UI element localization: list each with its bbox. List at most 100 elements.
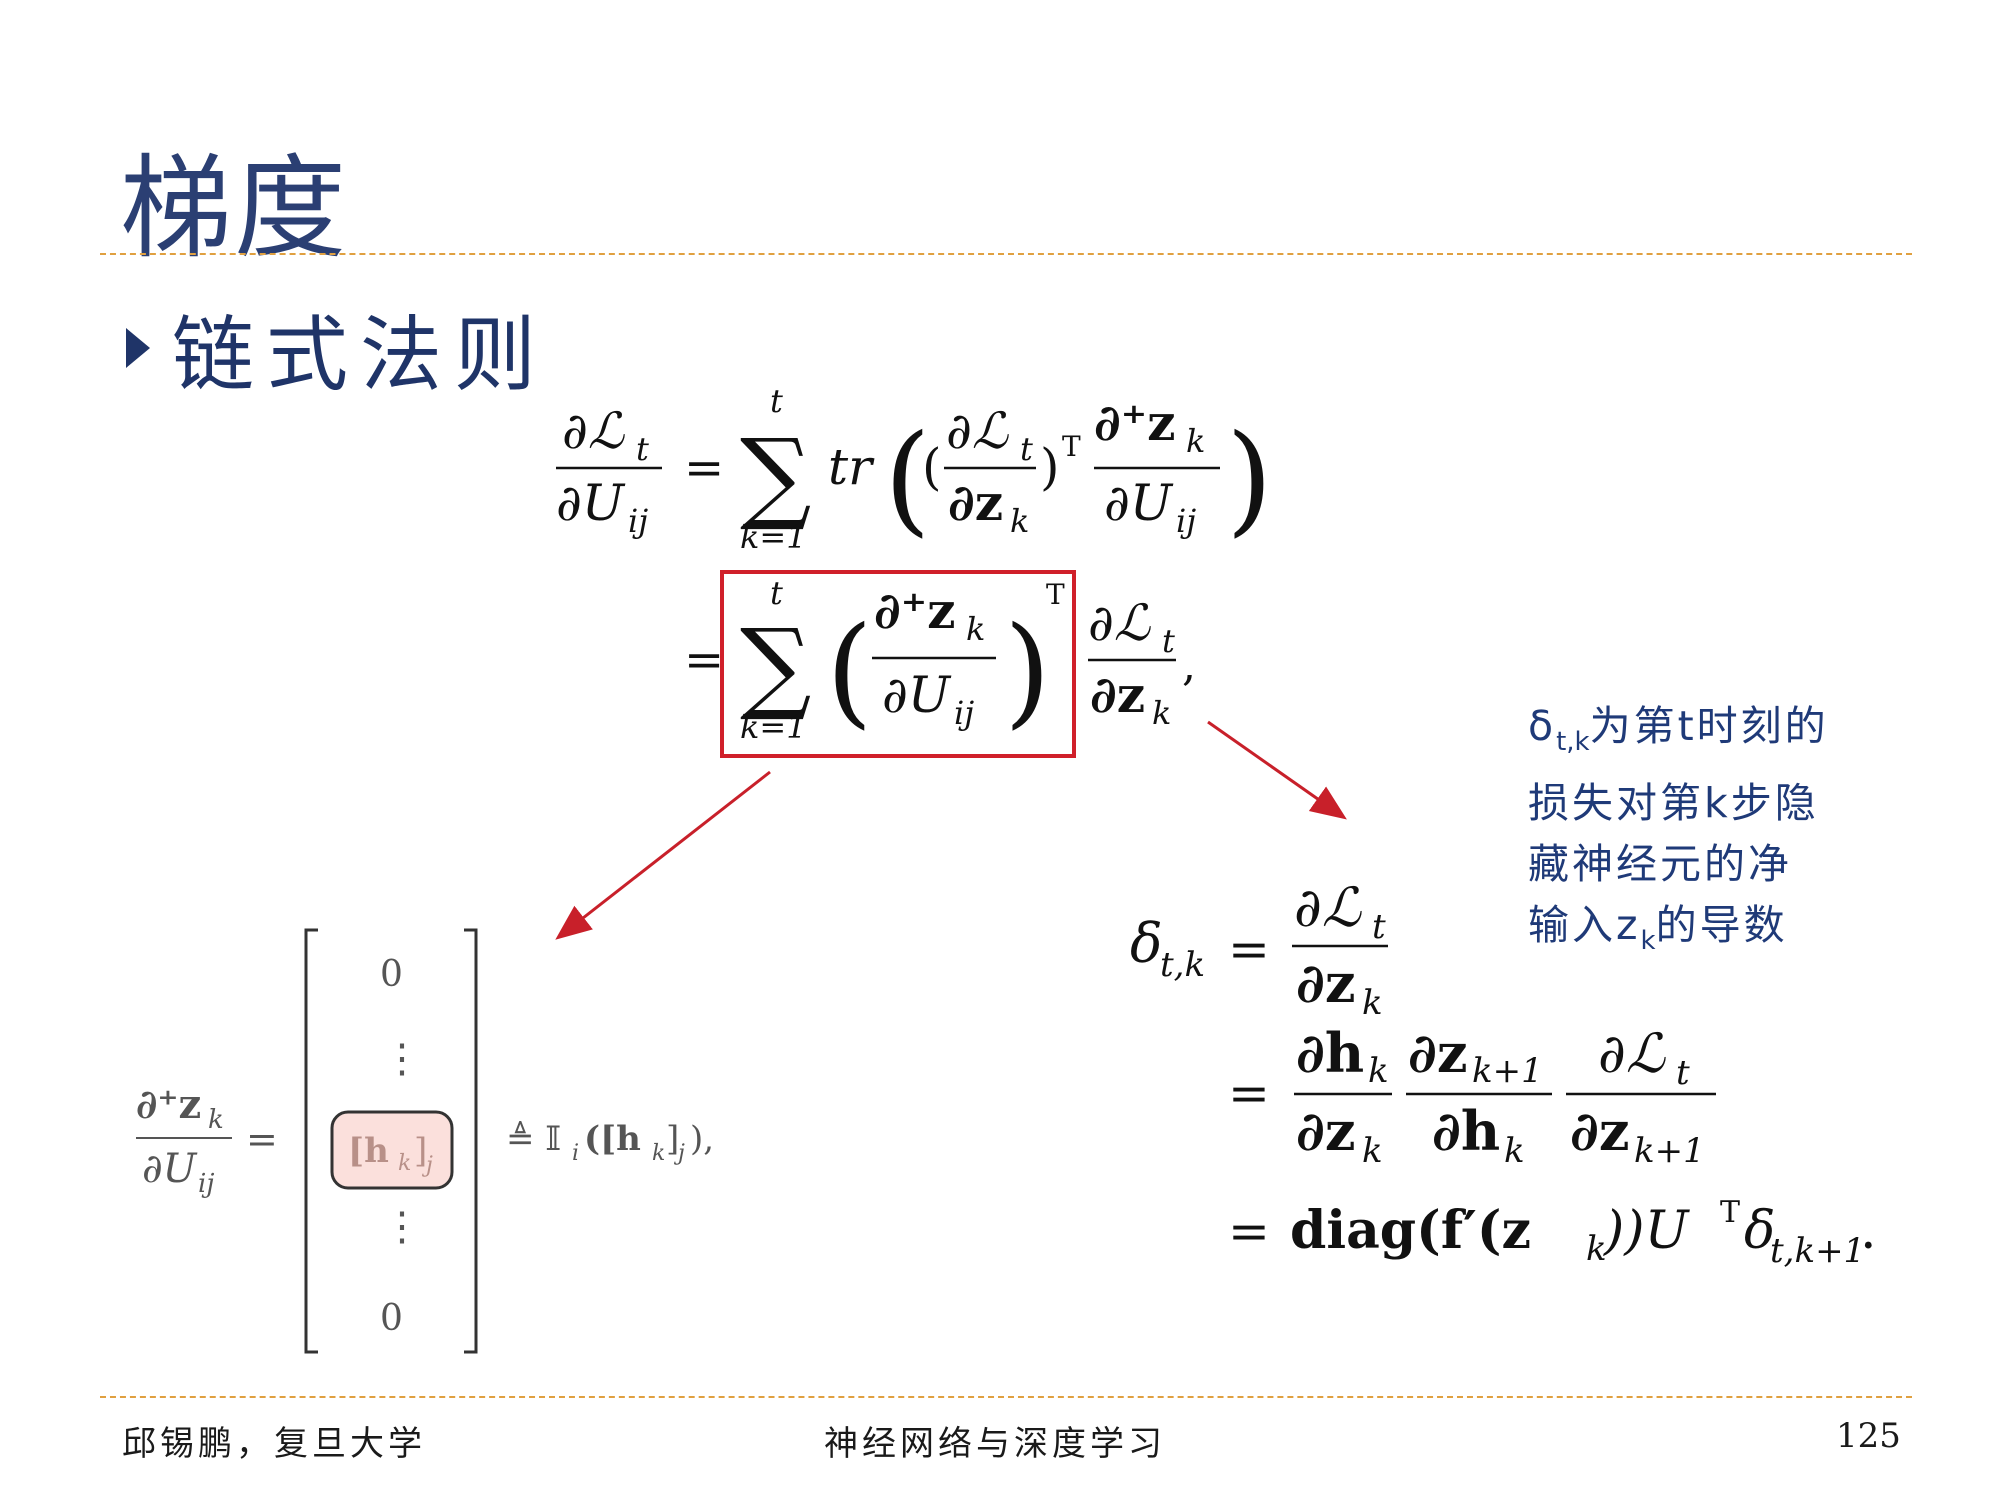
mat-lhs-den: ∂U [142, 1146, 198, 1192]
note-line1-rest: 为第t时刻的 [1589, 702, 1829, 750]
eq2-right-den: ∂z [1090, 665, 1145, 724]
note-delta-sub: t,k [1556, 727, 1590, 757]
note-delta: δ [1528, 702, 1557, 750]
eq2-den-sub: ij [954, 694, 974, 732]
delta-eq2-equals: = [1228, 1064, 1270, 1122]
delta-eq3-diag: diag(f′(z [1290, 1200, 1531, 1261]
delta-eq2-f3-den-sub: k+1 [1634, 1131, 1705, 1171]
eq2-transpose: T [1046, 578, 1065, 611]
delta-eq1-num-sub: t [1372, 907, 1386, 947]
equation-1: ∂ℒ t ∂U ij = t ∑ k=1 tr ( ( ∂ℒ t ∂z k ) … [556, 382, 1273, 556]
matrix-equation: ∂⁺z k ∂U ij = 0 ⋮ [h k ] j ⋮ 0 ≜ 𝕀 i ([h… [136, 928, 714, 1354]
eq2-paren-right: ) [1004, 602, 1051, 741]
bullet-triangle-icon [126, 327, 150, 368]
matrix-bracket-right [464, 928, 478, 1354]
delta-eq3-delta-sub: t,k+1 [1770, 1231, 1865, 1271]
matrix-cell-bracket: ] [414, 1131, 427, 1171]
defeq-symbol: ≜ 𝕀 [506, 1119, 561, 1159]
eq2-num-sub: k [966, 610, 985, 648]
eq1-transpose: T [1062, 430, 1081, 463]
matrix-cell-sub: k [398, 1151, 411, 1176]
arrow-right [1207, 720, 1347, 820]
eq1-paren-right: ) [1226, 410, 1273, 549]
eq1-lhs-numerator: ∂ℒ [562, 402, 625, 460]
eq2-right-num-sub: t [1162, 622, 1175, 660]
delta-eq2-f3-num-sub: t [1676, 1053, 1690, 1093]
delta-explanation-note: δt,k为第t时刻的 损失对第k步隐 藏神经元的净 输入zk的导数 [1528, 696, 1928, 972]
eq1-paren-left: ( [884, 410, 931, 549]
eq1-dplus-den-sub: ij [1176, 502, 1196, 540]
defeq-arg: ([h [584, 1119, 641, 1159]
mat-equals: = [246, 1117, 278, 1161]
eq1-inner-paren-r: ) [1040, 438, 1060, 496]
delta-eq2-f1-num-sub: k [1368, 1051, 1389, 1091]
defeq-arg-sub: k [652, 1141, 665, 1166]
note-line4-sub: k [1640, 926, 1656, 956]
delta-lhs-sub: t,k [1160, 945, 1205, 985]
header-divider [100, 253, 1912, 255]
eq2-sum-lower: k=1 [740, 708, 807, 746]
bullet-item: 链式法则 [126, 288, 548, 407]
delta-eq3-equals: = [1228, 1202, 1270, 1260]
delta-eq1-den-sub: k [1362, 983, 1383, 1023]
eq2-comma: , [1182, 640, 1196, 691]
eq2-equals: = [684, 632, 724, 688]
delta-eq3-period: . [1860, 1201, 1877, 1261]
delta-eq3-transpose: T [1720, 1195, 1740, 1230]
delta-eq2-f1-num: ∂h [1296, 1021, 1364, 1085]
note-line4-post: 的导数 [1655, 901, 1788, 949]
matrix-dots-top: ⋮ [382, 1036, 422, 1082]
note-line-4: 输入zk的导数 [1528, 895, 1928, 972]
note-line-3: 藏神经元的净 [1528, 840, 1792, 888]
bullet-text: 链式法则 [172, 308, 549, 403]
delta-eq1-num: ∂ℒ [1294, 876, 1362, 939]
eq1-trace: tr [828, 438, 875, 496]
eq1-inner-den-sub: k [1010, 502, 1029, 540]
defeq-arg-end: ] [666, 1119, 679, 1159]
matrix-highlight-cell [330, 1110, 454, 1190]
eq1-lhs-den-sub: ij [628, 502, 648, 540]
eq1-lhs-denominator: ∂U [556, 474, 626, 532]
eq1-dplus-den: ∂U [1104, 474, 1174, 532]
footer-divider [100, 1396, 1912, 1398]
footer-course: 神经网络与深度学习 [824, 1424, 1166, 1464]
delta-eq2-f3-num: ∂ℒ [1598, 1022, 1666, 1085]
delta-eq1-den: ∂z [1296, 951, 1356, 1015]
eq2-right-num: ∂ℒ [1088, 594, 1151, 652]
eq1-inner-den: ∂z [948, 473, 1003, 532]
highlight-box [720, 570, 1076, 758]
eq2-right-den-sub: k [1152, 694, 1171, 732]
matrix-dots-bottom: ⋮ [382, 1204, 422, 1250]
matrix-bottom-zero: 0 [380, 1298, 403, 1339]
eq1-sum-lower: k=1 [740, 518, 807, 556]
matrix-top-zero: 0 [380, 954, 403, 995]
page-number: 125 [1836, 1416, 1901, 1456]
eq2-sum-upper: t [770, 574, 783, 612]
note-line-2: 损失对第k步隐 [1528, 779, 1819, 827]
note-line4-pre: 输入z [1528, 901, 1641, 949]
equation-2: = t ∑ k=1 ( ∂⁺z k ∂U ij ) T ∂ℒ t ∂z k , [684, 570, 1196, 758]
delta-eq1-equals: = [1228, 920, 1270, 978]
defeq-tail: ), [690, 1119, 714, 1159]
eq2-den: ∂U [882, 666, 952, 724]
delta-eq2-f2-num: ∂z [1408, 1021, 1468, 1085]
delta-lhs: δ [1130, 912, 1163, 975]
eq1-dplus-num: ∂⁺z [1094, 393, 1176, 452]
eq1-equals: = [684, 440, 724, 496]
arrow-left [555, 770, 771, 940]
delta-eq2-f2-den: ∂h [1432, 1099, 1500, 1163]
matrix-bracket-left [304, 928, 318, 1354]
eq1-dplus-sub: k [1186, 422, 1205, 460]
delta-eq3-sub: k [1586, 1229, 1607, 1269]
eq2-paren-left: ( [826, 602, 873, 741]
eq2-num: ∂⁺z [874, 581, 956, 640]
delta-eq2-f2-den-sub: k [1504, 1131, 1525, 1171]
delta-eq3-diag-end: ))U [1603, 1201, 1691, 1261]
note-line-1: δt,k为第t时刻的 [1528, 696, 1928, 773]
delta-eq3-delta: δ [1744, 1201, 1775, 1261]
defeq-sub: i [572, 1141, 579, 1166]
delta-eq2-f2-num-sub: k+1 [1472, 1051, 1543, 1091]
eq1-sum-sign: ∑ [740, 417, 811, 534]
footer-author: 邱锡鹏，复旦大学 [122, 1424, 426, 1464]
